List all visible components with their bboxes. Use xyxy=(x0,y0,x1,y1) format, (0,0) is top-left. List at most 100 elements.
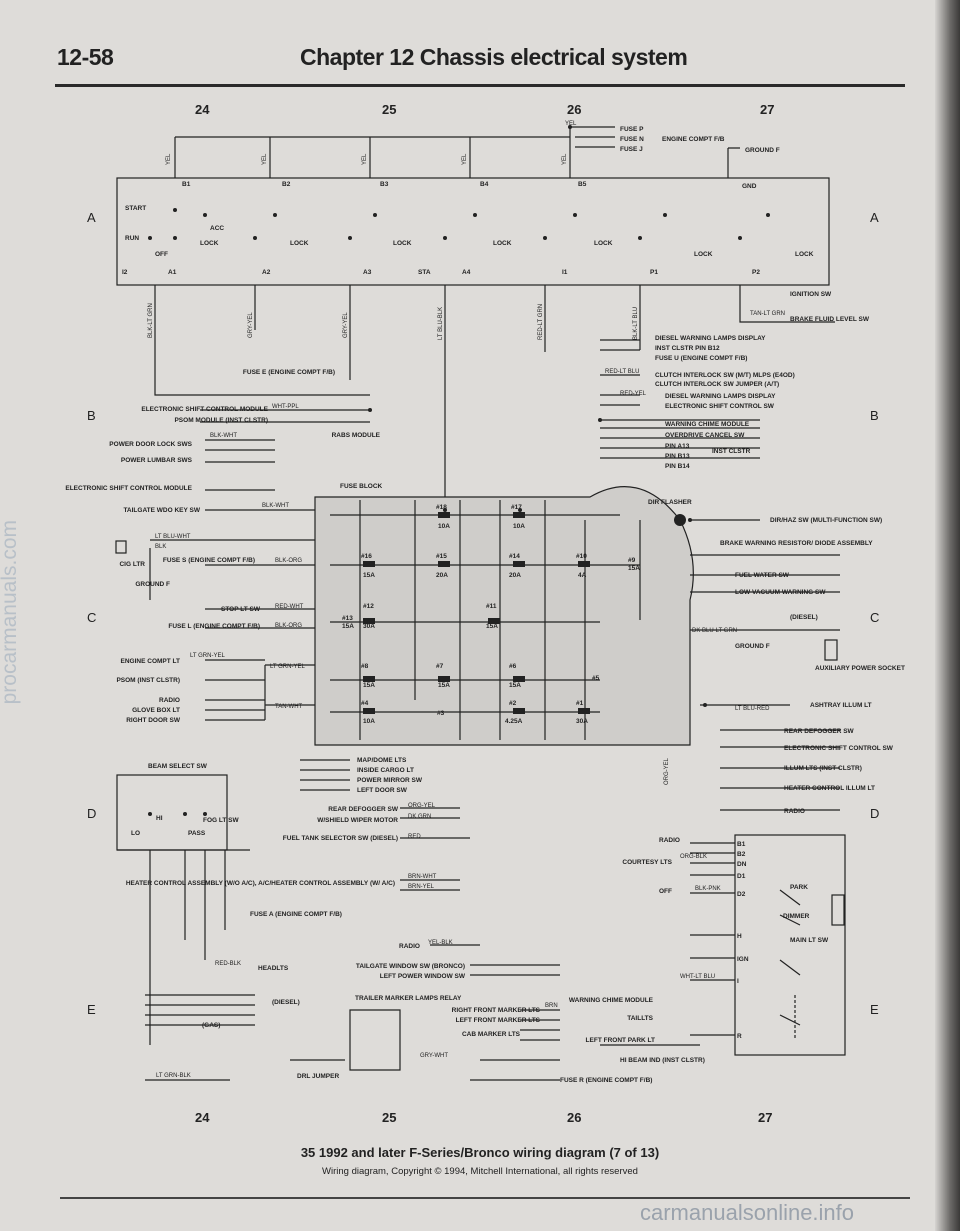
fuse-rating: 30A xyxy=(576,718,588,725)
wiring-diagram: 24 25 26 27 24 25 26 27 A A B B C C D D … xyxy=(65,102,905,1125)
wire-color-label: BLK-WHT xyxy=(210,433,237,439)
grid-row-label: D xyxy=(87,806,96,821)
component-label: GLOVE BOX LT xyxy=(132,707,180,714)
fuse-rating: 10A xyxy=(513,523,525,530)
component-label: WARNING CHIME MODULE xyxy=(569,997,654,1004)
grid-row-label: B xyxy=(870,408,879,423)
component-label: FUSE S (ENGINE COMPT F/B) xyxy=(163,557,255,564)
component-label: PASS xyxy=(188,830,206,837)
component-label: BRAKE WARNING RESISTOR/ DIODE ASSEMBLY xyxy=(720,540,873,547)
fuse-number: #13 xyxy=(342,615,353,622)
component-label: (GAS) xyxy=(202,1022,220,1029)
component-label: FUEL WATER SW xyxy=(735,572,790,579)
fuse-number: #18 xyxy=(436,504,447,511)
component-label: FUSE E (ENGINE COMPT F/B) xyxy=(243,369,335,376)
wire-color-label: BLK-LT GRN xyxy=(148,303,154,338)
wire-color-label: BRN xyxy=(545,1003,558,1009)
grid-row-label: A xyxy=(87,210,96,225)
fuse-number: #4 xyxy=(361,700,369,707)
component-label: CAB MARKER LTS xyxy=(462,1031,521,1038)
fuse-rating: 10A xyxy=(363,718,375,725)
fuse-block-title: FUSE BLOCK xyxy=(340,483,383,490)
component-label: REAR DEFOGGER SW xyxy=(784,728,855,735)
grid-row-label: C xyxy=(870,610,879,625)
lock-label: LOCK xyxy=(694,251,713,258)
terminal-label: B4 xyxy=(480,181,489,188)
terminal-label: DN xyxy=(737,861,747,868)
wire-color-label: TAN-WHT xyxy=(275,704,303,710)
component-label: AUXILIARY POWER SOCKET xyxy=(815,665,905,672)
terminal-label: R xyxy=(737,1033,742,1040)
wire-color-label: LT GRN-BLK xyxy=(156,1073,191,1079)
component-label: RIGHT FRONT MARKER LTS xyxy=(452,1007,541,1014)
wire-color-label: BLK xyxy=(155,544,166,550)
fuse-rating: 15A xyxy=(363,682,375,689)
component-label: RIGHT DOOR SW xyxy=(126,717,181,724)
terminal-label: B2 xyxy=(737,851,746,858)
fuse-number: #2 xyxy=(509,700,517,707)
component-label: LOW VACUUM WARNING SW xyxy=(735,589,826,596)
fuse-rating: 15A xyxy=(363,572,375,579)
grid-column-label: 24 xyxy=(195,102,210,117)
component-label: TRAILER MARKER LAMPS RELAY xyxy=(355,995,462,1002)
wire-color-label: BLK-LT BLU xyxy=(633,307,639,340)
switch-position-label: RUN xyxy=(125,235,139,242)
fuse-rating: 15A xyxy=(509,682,521,689)
switch-position-label: OFF xyxy=(155,251,168,258)
component-label: RADIO xyxy=(159,697,180,704)
component-label: ELECTRONIC SHIFT CONTROL SW xyxy=(665,403,775,410)
component-label: HEATER CONTROL ILLUM LT xyxy=(784,785,875,792)
lock-label: LOCK xyxy=(594,240,613,247)
wire-color-label: BLK-ORG xyxy=(275,558,302,564)
component-label: CLUTCH INTERLOCK SW (M/T) MLPS (E4OD) xyxy=(655,372,795,379)
wire-color-label: YEL xyxy=(565,121,577,127)
component-label: POWER MIRROR SW xyxy=(357,777,423,784)
wire-color-label: WHT-LT BLU xyxy=(680,974,715,980)
grid-row-label: E xyxy=(870,1002,879,1017)
component-label: CIG LTR xyxy=(119,561,145,568)
page-binding-edge xyxy=(935,0,960,1231)
wire-color-label: GRY-YEL xyxy=(343,312,349,338)
wire-color-label: RED-YEL xyxy=(620,391,647,397)
component-label: FUSE J xyxy=(620,146,643,153)
grid-row-label: E xyxy=(87,1002,96,1017)
component-label: GROUND F xyxy=(745,147,780,154)
component-label: HI BEAM IND (INST CLSTR) xyxy=(620,1057,705,1064)
fuse-number: #8 xyxy=(361,663,369,670)
component-label: INST CLSTR xyxy=(712,448,751,455)
component-label: LEFT DOOR SW xyxy=(357,787,408,794)
fuse-number: #9 xyxy=(628,557,636,564)
wire-color-label: RED-LT GRN xyxy=(538,304,544,340)
wire-color-label: WHT-PPL xyxy=(272,404,299,410)
grid-row-label: D xyxy=(870,806,879,821)
wire-color-label: LT BLU-BLK xyxy=(438,307,444,340)
wire-color-label: GRY-WHT xyxy=(420,1053,448,1059)
component-label: FUSE P xyxy=(620,126,644,133)
component-label: CLUTCH INTERLOCK SW JUMPER (A/T) xyxy=(655,381,779,388)
watermark-left: procarmanuals.com xyxy=(0,520,58,740)
terminal-label: P1 xyxy=(650,269,658,276)
component-label: BEAM SELECT SW xyxy=(148,763,208,770)
fuse-rating: 20A xyxy=(509,572,521,579)
component-label: PIN A13 xyxy=(665,443,690,450)
component-label: INSIDE CARGO LT xyxy=(357,767,414,774)
component-label: DIESEL WARNING LAMPS DISPLAY xyxy=(665,393,776,400)
terminal-label: I2 xyxy=(122,269,128,276)
component-label: RADIO xyxy=(659,837,680,844)
terminal-label: A1 xyxy=(168,269,177,276)
terminal-label: B2 xyxy=(282,181,291,188)
terminal-label: A2 xyxy=(262,269,271,276)
terminal-label: B3 xyxy=(380,181,389,188)
dir-flasher-label: DIR FLASHER xyxy=(648,499,692,506)
grid-row-label: A xyxy=(870,210,879,225)
component-label: COURTESY LTS xyxy=(622,859,672,866)
terminal-label: D2 xyxy=(737,891,746,898)
fuse-number: #16 xyxy=(361,553,372,560)
fuse-number: #14 xyxy=(509,553,520,560)
wire-color-label: ORG-YEL xyxy=(664,757,670,785)
terminal-label: A3 xyxy=(363,269,372,276)
component-label: PIN B13 xyxy=(665,453,690,460)
component-label: ELECTRONIC SHIFT CONTROL MODULE xyxy=(141,406,268,413)
component-label: RADIO xyxy=(784,808,805,815)
component-label: ELECTRONIC SHIFT CONTROL SW xyxy=(784,745,894,752)
